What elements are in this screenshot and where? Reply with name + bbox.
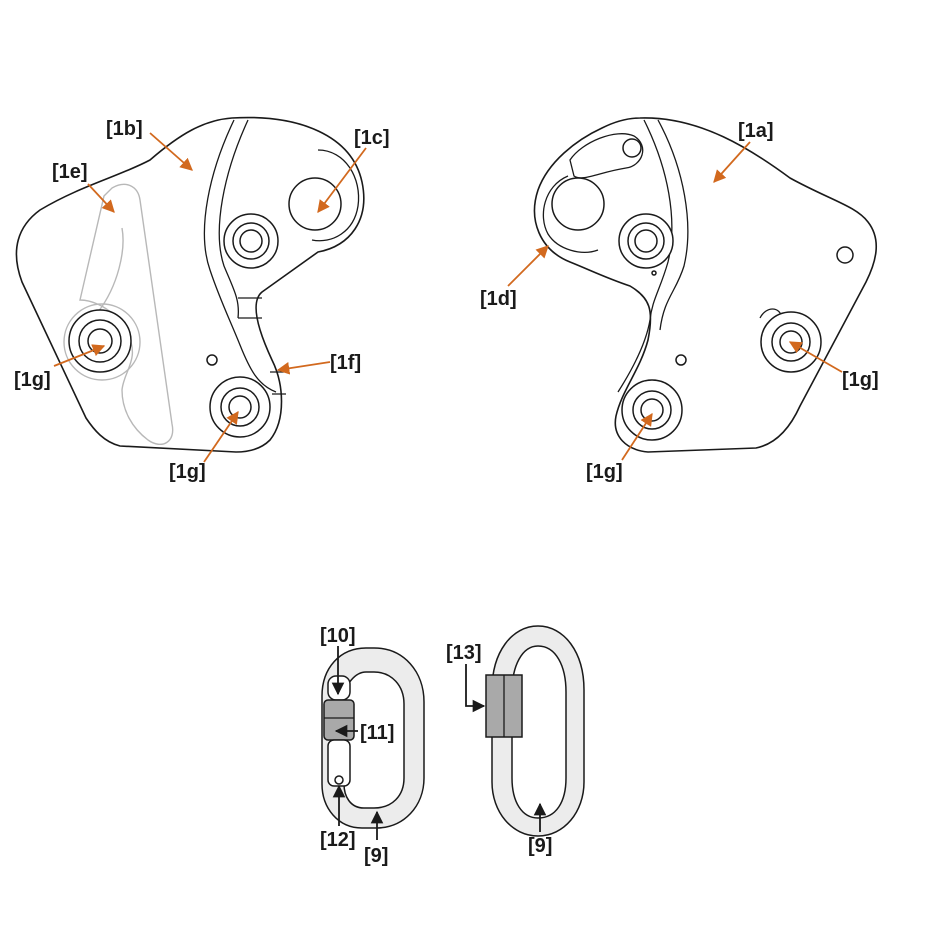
- label-9-screwgate: [9]: [364, 845, 388, 867]
- label-1a: [1a]: [738, 120, 774, 142]
- label-11: [11]: [360, 722, 394, 744]
- bolt-bottom-right: [622, 380, 682, 440]
- label-1b: [1b]: [106, 118, 143, 140]
- label-1c: [1c]: [354, 127, 390, 149]
- label-1g-bottom-left: [1g]: [169, 461, 206, 483]
- rivet-left: [207, 355, 217, 365]
- label-1g-right: [1g]: [842, 369, 879, 391]
- rivet-right-tiny: [652, 271, 656, 275]
- label-10: [10]: [320, 625, 356, 647]
- locking-sleeve: [324, 700, 354, 740]
- slot-pin-right: [623, 139, 641, 157]
- callout-line-1f: [278, 362, 330, 370]
- label-1g-bottom-right: [1g]: [586, 461, 623, 483]
- cam-right: [552, 178, 604, 230]
- gate-hinge: [335, 776, 343, 784]
- label-1g-left: [1g]: [14, 369, 51, 391]
- bolt-center-right: [619, 214, 673, 268]
- cam-left: [289, 178, 341, 230]
- bolt-handle-left: [69, 310, 131, 372]
- rivet-right-small: [676, 355, 686, 365]
- bolt-center-left: [224, 214, 278, 268]
- bolt-bottom-left: [210, 377, 270, 437]
- device-right: [535, 118, 877, 452]
- label-1f: [1f]: [330, 352, 361, 374]
- side-plate-right: [535, 118, 877, 452]
- gate-top: [328, 676, 350, 700]
- callout-line-1d: [508, 246, 548, 286]
- label-9-maillon: [9]: [528, 835, 552, 857]
- maillon: [486, 626, 584, 836]
- callout-line-13: [466, 664, 484, 706]
- label-1d: [1d]: [480, 288, 517, 310]
- rivet-right-edge: [837, 247, 853, 263]
- label-1e: [1e]: [52, 161, 88, 183]
- label-13: [13]: [446, 642, 482, 664]
- label-12: [12]: [320, 829, 356, 851]
